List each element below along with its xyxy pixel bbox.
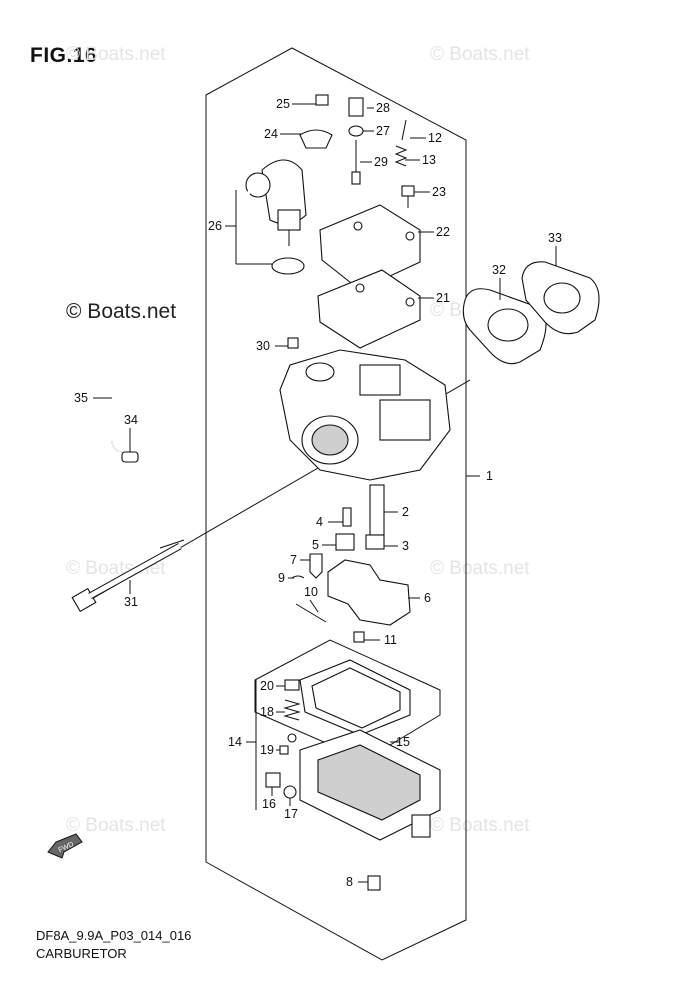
callout-13: 13	[422, 153, 436, 167]
callout-30: 30	[256, 339, 270, 353]
callout-21: 21	[436, 291, 450, 305]
callout-33: 33	[548, 231, 562, 245]
callout-1: 1	[486, 469, 493, 483]
callout-32: 32	[492, 263, 506, 277]
watermark: © Boats.net	[66, 558, 166, 579]
callout-11: 11	[384, 633, 397, 647]
callout-35: 35	[74, 391, 88, 405]
fwd-arrow-icon: FWD	[47, 833, 83, 859]
callout-10: 10	[304, 585, 318, 599]
callout-22: 22	[436, 225, 450, 239]
callout-34: 34	[124, 413, 138, 427]
figure-title: FIG.16	[30, 44, 98, 67]
callout-27: 27	[376, 124, 390, 138]
callout-26: 26	[208, 219, 222, 233]
callout-23: 23	[432, 185, 446, 199]
watermark-main: © Boats.net	[66, 300, 177, 323]
watermark: © Boats.net	[66, 44, 166, 65]
callout-labels: 1 2 3 4 5 6 7 8 9 10 11 12 13 14 15 16 1…	[74, 97, 562, 889]
callout-18: 18	[260, 705, 274, 719]
callout-4: 4	[316, 515, 323, 529]
watermark: © Boats.net	[430, 558, 530, 579]
float-bowl-assembly	[254, 639, 441, 891]
callout-8: 8	[346, 875, 353, 889]
small-parts-top	[287, 94, 415, 349]
assembly-frame	[205, 47, 467, 961]
callout-12: 12	[428, 131, 442, 145]
callout-3: 3	[402, 539, 409, 553]
choke-solenoid-26	[235, 159, 307, 275]
leader-lines	[93, 103, 557, 883]
callout-31: 31	[124, 595, 138, 609]
watermark: © Boats.net	[430, 815, 530, 836]
flange-gasket-32	[462, 288, 547, 365]
carburetor-body-1	[279, 349, 451, 481]
diagram-name: CARBURETOR	[36, 946, 127, 961]
callout-5: 5	[312, 538, 319, 552]
callout-19: 19	[260, 743, 274, 757]
callout-15: 15	[396, 735, 410, 749]
callout-17: 17	[284, 807, 298, 821]
callout-20: 20	[260, 679, 274, 693]
callout-7: 7	[290, 553, 297, 567]
callout-9: 9	[278, 571, 285, 585]
watermark: © Boats.net	[66, 815, 166, 836]
callout-29: 29	[374, 155, 388, 169]
float-6	[327, 559, 411, 643]
insulator-33	[521, 261, 600, 335]
callout-6: 6	[424, 591, 431, 605]
callout-24: 24	[264, 127, 278, 141]
gaskets-21-22	[317, 204, 421, 349]
bolt-31	[71, 539, 185, 613]
callout-25: 25	[276, 97, 290, 111]
rod-35	[111, 340, 139, 463]
callout-14: 14	[228, 735, 242, 749]
callout-16: 16	[262, 797, 276, 811]
watermark: © Boats.net	[430, 44, 530, 65]
diagram-code: DF8A_9.9A_P03_014_016	[36, 928, 192, 943]
callout-2: 2	[402, 505, 409, 519]
callout-28: 28	[376, 101, 390, 115]
jets-needle-valve	[291, 484, 385, 623]
